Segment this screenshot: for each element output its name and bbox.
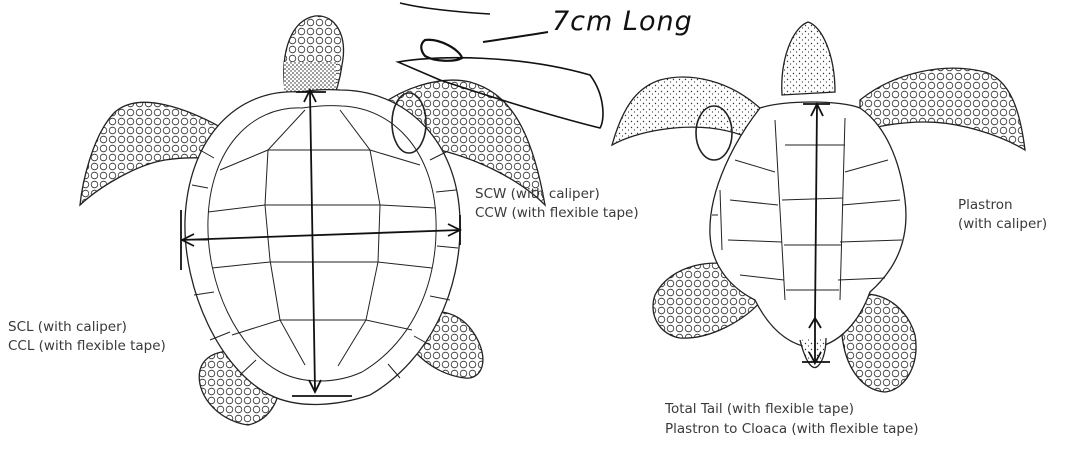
ventral-head (782, 22, 835, 95)
ventral-left-flipper (612, 77, 762, 145)
label-ccw: CCW (with flexible tape) (475, 204, 639, 223)
ventral-tail (800, 338, 826, 368)
neck-hatching (284, 62, 336, 92)
sketch-pointer-line (483, 32, 548, 42)
label-scl: SCL (with caliper) (8, 318, 127, 337)
label-plastron-tool: (with caliper) (958, 215, 1047, 234)
label-ccl: CCL (with flexible tape) (8, 337, 166, 356)
label-total-tail: Total Tail (with flexible tape) (665, 400, 854, 419)
label-plastron-cloaca: Plastron to Cloaca (with flexible tape) (665, 420, 919, 439)
sketch-top-mark (400, 3, 490, 14)
label-scw: SCW (with caliper) (475, 185, 600, 204)
label-plastron: Plastron (958, 196, 1013, 215)
annotation-7cm-long: 7cm Long (552, 6, 693, 37)
